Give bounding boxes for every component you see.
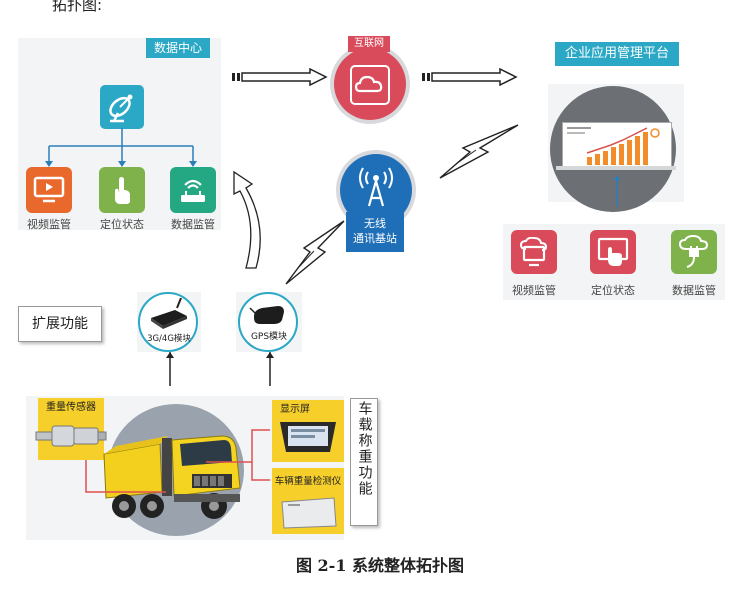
onboard-weighing-box: 车载称重功能 bbox=[350, 398, 378, 526]
weight-detector-box: 车辆重量检测仪 bbox=[272, 468, 344, 534]
lcd-display-icon bbox=[280, 422, 336, 452]
enterprise-connector bbox=[613, 176, 621, 206]
base-station-node: 无线 通讯基站 bbox=[336, 150, 418, 256]
internet-node: 互联网 bbox=[330, 36, 416, 124]
data-center-connectors bbox=[45, 128, 197, 167]
modem-icon bbox=[151, 298, 187, 329]
display-screen-label: 显示屏 bbox=[280, 404, 310, 415]
ent-monitor-cloud-icon bbox=[511, 230, 557, 274]
ent-touch-screen-icon bbox=[590, 230, 636, 274]
base-station-label-1: 无线 bbox=[364, 217, 386, 230]
dc-item-label-video: 视频监管 bbox=[27, 218, 71, 231]
expansion-label-box: 扩展功能 bbox=[18, 306, 102, 342]
gps-device-icon bbox=[249, 306, 284, 324]
weight-detector-label: 车辆重量检测仪 bbox=[274, 476, 342, 487]
detector-device-icon bbox=[281, 497, 337, 529]
curved-arrow-to-datacenter bbox=[233, 170, 261, 269]
dc-wifi-router-icon bbox=[170, 167, 216, 213]
display-screen-box: 显示屏 bbox=[272, 400, 344, 462]
ent-item-label-video: 视频监管 bbox=[512, 284, 556, 297]
arrow-internet-to-enterprise bbox=[422, 68, 518, 86]
dc-video-monitor-icon bbox=[26, 167, 72, 213]
wireless-link-enterprise bbox=[439, 124, 519, 179]
onboard-weighing-label: 车载称重功能 bbox=[356, 401, 373, 497]
dc-item-label-location: 定位状态 bbox=[100, 218, 144, 231]
load-cell-icon bbox=[35, 425, 107, 447]
page-header-title: 拓扑图: bbox=[52, 0, 103, 14]
module-uplinks bbox=[166, 352, 274, 386]
data-center-title: 数据中心 bbox=[146, 38, 211, 58]
bar-chart-icon bbox=[567, 127, 660, 165]
internet-cloud-icon bbox=[350, 65, 390, 105]
expansion-label: 扩展功能 bbox=[32, 316, 88, 332]
ent-item-label-data: 数据监管 bbox=[672, 284, 716, 297]
enterprise-chart-screen bbox=[562, 122, 672, 168]
enterprise-title: 企业应用管理平台 bbox=[555, 42, 680, 66]
module-gps-label: GPS模块 bbox=[250, 332, 288, 342]
base-station-label-2: 通讯基站 bbox=[353, 232, 397, 245]
module-3g4g-label: 3G/4G模块 bbox=[147, 334, 191, 344]
satellite-dish-icon bbox=[100, 85, 144, 129]
weight-sensor-box: 重量传感器 bbox=[35, 398, 107, 460]
module-3g4g: 3G/4G模块 bbox=[137, 292, 201, 352]
dump-truck-icon bbox=[103, 435, 241, 519]
wireless-link-gps bbox=[285, 220, 345, 285]
radio-tower-icon bbox=[359, 167, 393, 207]
arrow-datacenter-to-internet bbox=[232, 68, 328, 86]
dc-touch-hand-icon bbox=[99, 167, 145, 213]
module-gps: GPS模块 bbox=[236, 292, 302, 352]
ent-cloud-plug-icon bbox=[671, 230, 717, 274]
weight-sensor-label: 重量传感器 bbox=[46, 402, 96, 413]
dc-item-label-data: 数据监管 bbox=[171, 218, 215, 231]
internet-label: 互联网 bbox=[348, 36, 390, 52]
vehicle-red-connectors bbox=[85, 429, 270, 493]
figure-caption: 图 2-1 系统整体拓扑图 bbox=[295, 556, 465, 575]
ent-item-label-location: 定位状态 bbox=[591, 284, 635, 297]
